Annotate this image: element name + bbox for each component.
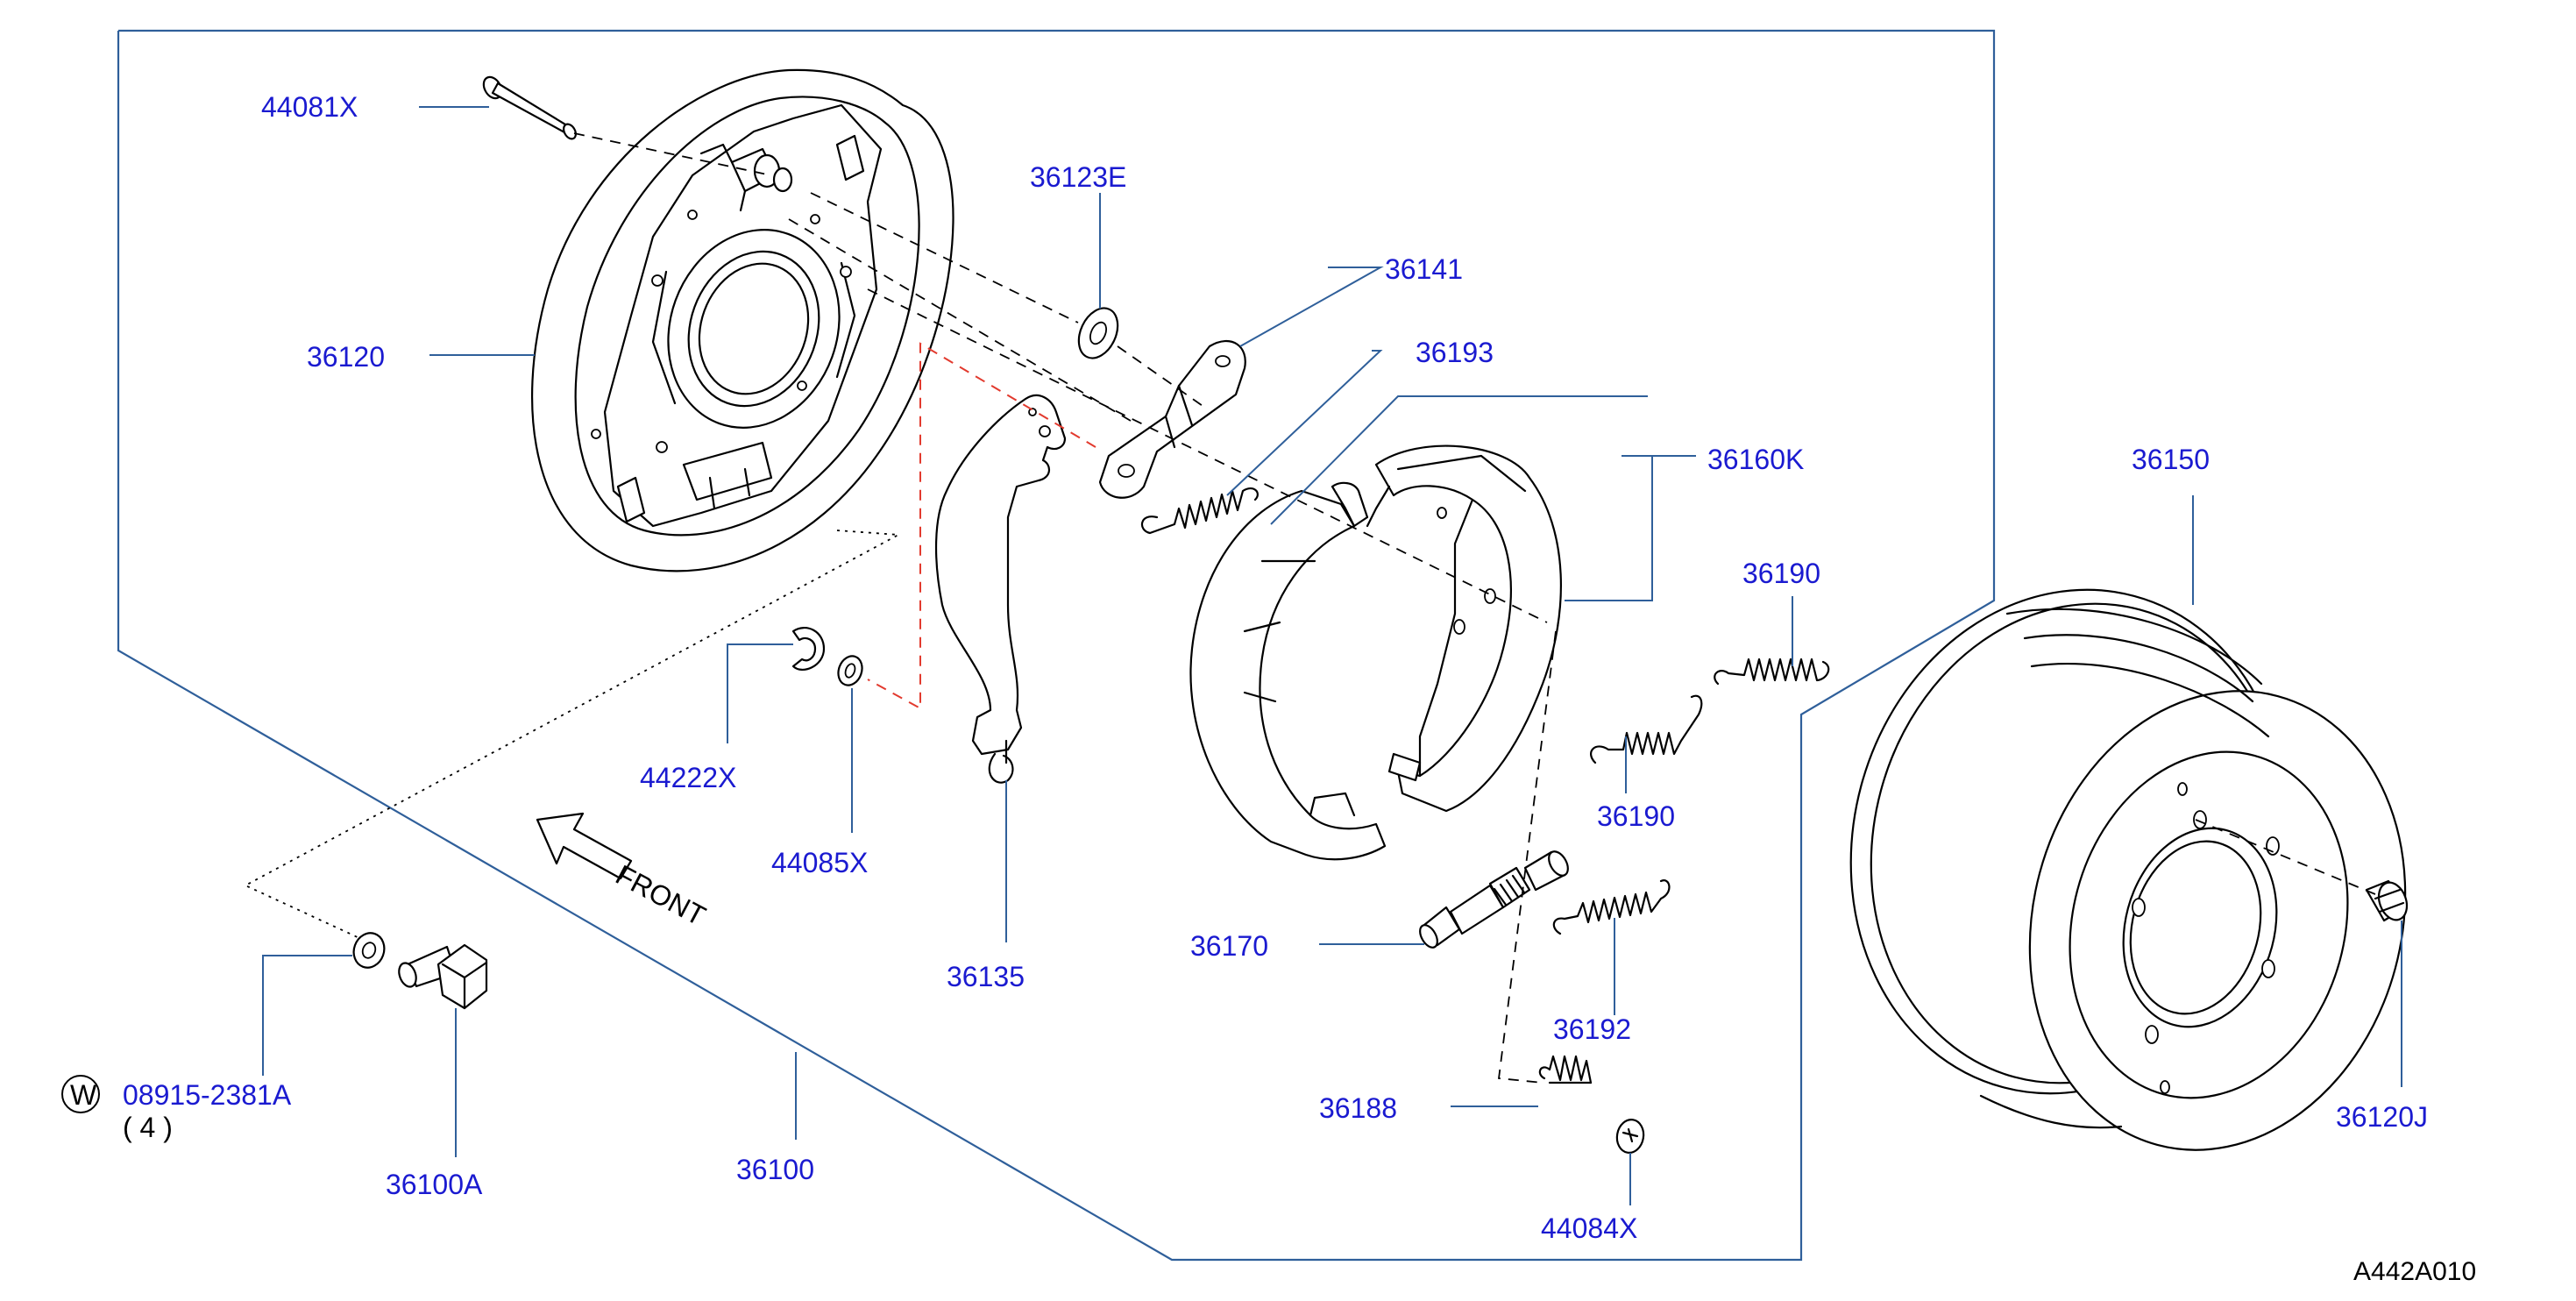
washer-08915-drawing	[352, 932, 386, 969]
label-36120: 36120	[307, 341, 385, 373]
assembly-guides	[243, 132, 2376, 1084]
label-36100a: 36100A	[386, 1169, 483, 1200]
bolt-44081x-drawing	[482, 75, 577, 140]
strut-plate-36141-drawing	[1098, 340, 1246, 499]
label-36193: 36193	[1416, 337, 1494, 368]
label-36123e: 36123E	[1030, 161, 1126, 193]
label-36100: 36100	[736, 1154, 814, 1185]
label-44085x: 44085X	[771, 847, 868, 878]
front-label: FRONT	[611, 858, 711, 932]
clip-44222x-drawing	[791, 626, 826, 672]
label-36192: 36192	[1553, 1013, 1631, 1045]
front-arrow: FRONT	[536, 812, 711, 932]
spring-36188-drawing	[1538, 1055, 1593, 1084]
brake-drum-36150-drawing	[1849, 588, 2407, 1151]
leader-lines	[262, 106, 2402, 1205]
washer-36123e-drawing	[1077, 307, 1119, 359]
washer-44085x-drawing	[837, 655, 863, 686]
assembly-frame	[117, 29, 1996, 1262]
label-36135: 36135	[947, 961, 1025, 992]
label-44222x: 44222X	[640, 762, 736, 793]
lever-36135-drawing	[934, 394, 1067, 784]
label-36190-top: 36190	[1742, 558, 1820, 589]
label-36160k: 36160K	[1707, 444, 1804, 475]
retainer-44084x-drawing	[1615, 1119, 1645, 1154]
label-36170: 36170	[1190, 930, 1268, 962]
brake-shoes-36160k-drawing	[1189, 444, 1562, 861]
washer-symbol: W	[70, 1079, 97, 1111]
plug-36120j-drawing	[2365, 879, 2409, 922]
label-44084x: 44084X	[1541, 1212, 1637, 1244]
label-36141: 36141	[1385, 253, 1463, 285]
label-08915-2381a: 08915-2381A	[123, 1079, 292, 1111]
quantity-note: ( 4 )	[123, 1112, 173, 1143]
washer-symbol-circle	[61, 1075, 100, 1113]
springs-36190-drawing	[1590, 658, 1830, 764]
reference-code: A442A010	[2353, 1257, 2476, 1286]
label-36188: 36188	[1319, 1092, 1397, 1124]
label-44081x: 44081X	[261, 91, 358, 123]
adjuster-36170-drawing	[1419, 850, 1569, 949]
label-36120j: 36120J	[2336, 1101, 2428, 1133]
spring-36193-drawing	[1141, 487, 1259, 535]
backing-plate-drawing	[530, 68, 954, 572]
bolt-36100a-drawing	[398, 943, 488, 1010]
spring-36192-drawing	[1552, 879, 1671, 935]
label-36190-bottom: 36190	[1597, 800, 1675, 832]
label-36150: 36150	[2132, 444, 2210, 475]
